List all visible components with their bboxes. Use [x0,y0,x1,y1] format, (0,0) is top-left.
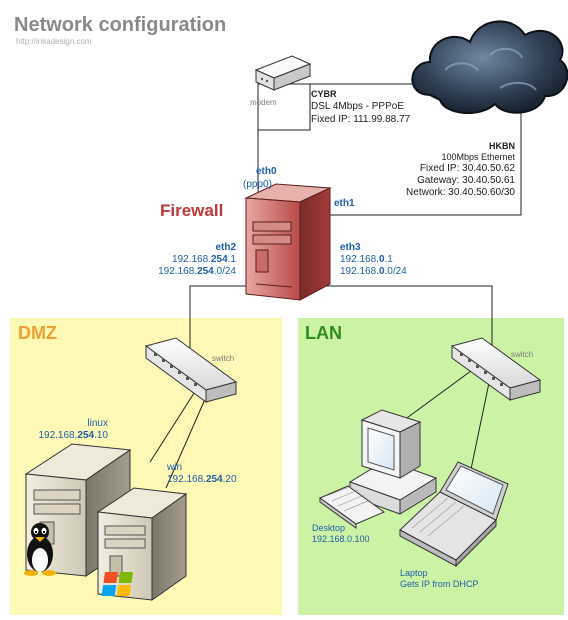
windows-server-icon [96,487,188,601]
eth0-sub-label: (ppp0) [243,179,272,190]
eth3-ip: 192.168.0.1 [340,254,393,265]
modem-label: modem [250,98,277,107]
win-name: win [167,462,183,473]
eth2-label: eth2 [215,242,236,253]
lan-switch-icon [450,337,542,401]
hkbn-line3: Gateway: 30.40.50.61 [417,174,515,186]
eth3-network: 192.168.0.0/24 [340,266,407,277]
dmz-switch-label: switch [212,354,235,363]
firewall-server-icon [244,183,332,301]
hkbn-line4: Network: 30.40.50.60/30 [406,186,515,198]
page-title: Network configuration [14,14,227,36]
desktop-ip: 192.168.0.100 [312,533,370,544]
desktop-name: Desktop [312,523,346,533]
win-info: win 192.168.254.20 [167,462,237,486]
hkbn-line2: Fixed IP: 30.40.50.62 [419,162,515,174]
laptop-note: Gets IP from DHCP [400,578,479,589]
windows-logo-icon [101,572,133,596]
hkbn-line1: 100Mbps Ethernet [441,151,515,162]
linux-name: linux [87,418,108,429]
laptop-icon [399,461,509,568]
modem-icon [254,55,312,91]
hkbn-name: HKBN [489,141,515,151]
eth3-label: eth3 [340,242,361,253]
laptop-info: Laptop Gets IP from DHCP [400,568,478,590]
desktop-info: Desktop 192.168.0.100 [312,523,370,545]
lan-title: LAN [305,323,342,343]
linux-tux-icon [24,523,56,576]
eth2-network: 192.168.254.0/24 [158,266,236,277]
page-subtitle: http://inkadesign.com [16,37,92,46]
lan-switch-label: switch [511,350,534,359]
eth2-ip: 192.168.254.1 [172,254,236,265]
eth2-info: eth2 192.168.254.1 192.168.254.0/24 [158,242,236,278]
eth1-label: eth1 [334,198,355,209]
linux-ip: 192.168.254.10 [38,430,108,441]
laptop-name: Laptop [400,568,428,578]
desktop-computer-icon [348,409,438,515]
win-ip: 192.168.254.20 [167,474,237,485]
dmz-switch-icon [144,337,238,403]
eth3-info: eth3 192.168.0.1 192.168.0.0/24 [340,242,407,278]
cybr-line1: DSL 4Mbps - PPPoE [311,101,405,112]
keyboard-icon [318,485,386,529]
cybr-line2: Fixed IP: 111.99.88.77 [311,114,411,125]
eth0-label: eth0 [256,166,277,177]
linux-info: linux 192.168.254.10 [38,418,108,442]
cybr-name: CYBR [311,89,337,99]
hkbn-info: HKBN 100Mbps Ethernet Fixed IP: 30.40.50… [406,141,515,199]
dmz-title: DMZ [18,323,57,343]
internet-cloud-icon [411,20,568,115]
firewall-title: Firewall [160,201,224,220]
